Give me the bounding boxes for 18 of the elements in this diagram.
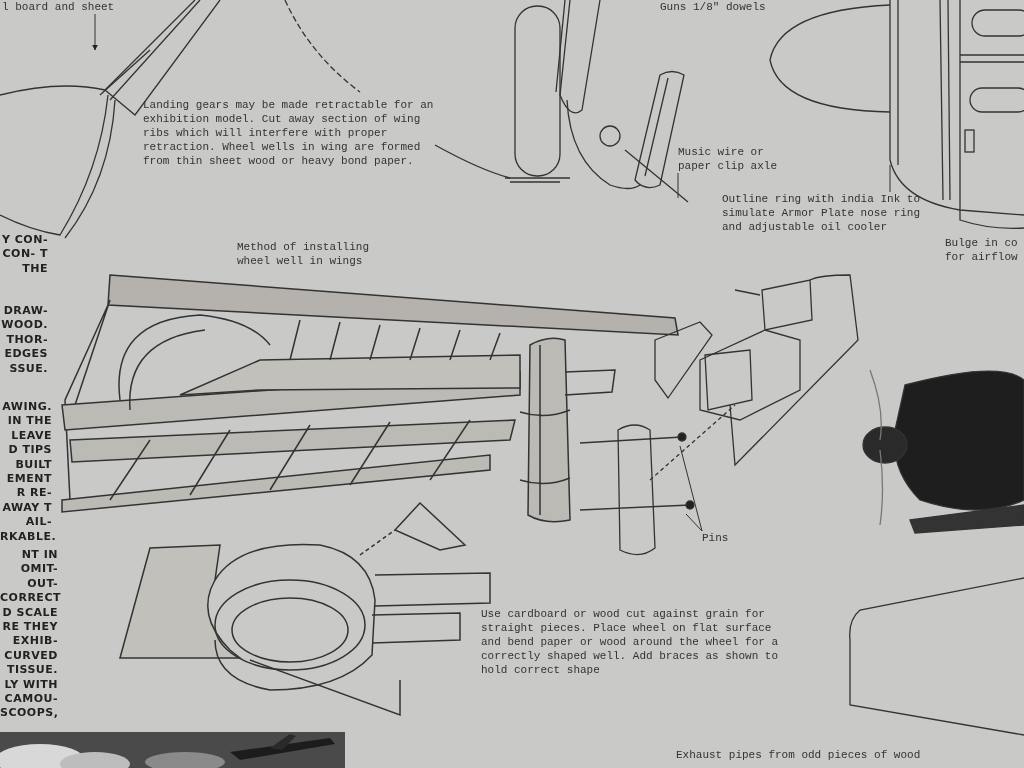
note-text: Landing gears may be made retractable for an exhibition model. Cut away section of wing ribs which will interfere with proper retraction. Wheel wells in wing are formed from thin sheet wood or heavy bond paper. <box>143 98 435 168</box>
leader-line <box>685 513 703 532</box>
callout-text: Outline ring with india Ink to simulate Armor Plate nose ring and adjustable oil cooler <box>722 192 922 234</box>
caption-text: Method of installing wheel well in wings <box>237 240 371 268</box>
note-text: Guns 1/8" dowels <box>660 0 767 14</box>
leader-line <box>677 172 679 199</box>
leader-line <box>889 164 891 193</box>
callout-text: Music wire or paper clip axle <box>678 145 788 173</box>
callout-text: Pins <box>702 531 742 545</box>
margin-text: DRAW- WOOD. THOR- EDGES SSUE. <box>0 304 48 377</box>
photograph <box>0 732 345 768</box>
note-text: Use cardboard or wood cut against grain for straight pieces. Place wheel on flat surface and bend paper or wood around the wheel for a correctly shaped well. Add braces as shown to hold correct shape <box>481 607 780 677</box>
note-text: Bulge in co for airflow <box>945 236 1019 264</box>
margin-text: Y CON- CON- T THE <box>1 233 48 277</box>
leader-line <box>679 445 703 532</box>
note-text: Exhaust pipes from odd pieces of wood <box>676 748 922 762</box>
leader-line <box>92 13 98 51</box>
callout-text: l board and sheet <box>2 0 142 14</box>
